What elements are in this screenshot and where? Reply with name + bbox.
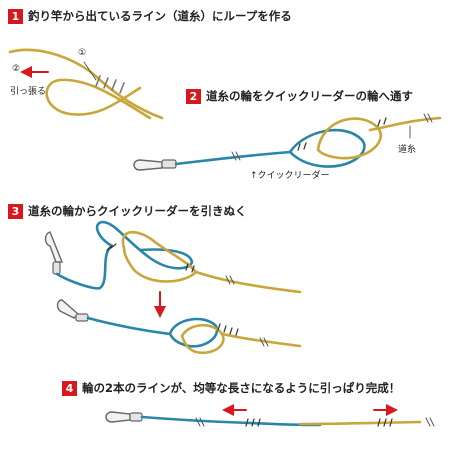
step4-break-right bbox=[425, 417, 435, 427]
step2-swivel-barrel bbox=[161, 159, 177, 169]
step3a-leader-loop bbox=[95, 220, 194, 270]
step-4-header: 4 輪の2本のラインが、均等な長さになるように引っぱり完成！ bbox=[62, 380, 400, 396]
step2-break-right bbox=[423, 113, 433, 123]
step4-swivel-icon bbox=[105, 411, 131, 423]
step3a-leader-line bbox=[55, 244, 114, 290]
step3b-leader-line bbox=[86, 316, 172, 336]
step-2-drawing bbox=[133, 113, 442, 171]
step3a-swivel-barrel bbox=[52, 261, 61, 275]
step4-knot-yellow bbox=[298, 420, 422, 426]
step3a-mainline-loop bbox=[121, 230, 198, 283]
step-3-badge: 3 bbox=[8, 203, 23, 219]
step1-pointer-line bbox=[83, 61, 97, 81]
circle-2-label: ② bbox=[12, 64, 21, 74]
step4-wraps bbox=[245, 418, 393, 427]
step-2-badge: 2 bbox=[186, 88, 201, 104]
step2-leader-loop bbox=[288, 128, 366, 168]
pull-label: 引っ張る bbox=[10, 87, 47, 97]
step3a-break bbox=[225, 275, 235, 285]
step4-break-left bbox=[195, 417, 205, 427]
step3b-swivel-barrel bbox=[75, 313, 89, 322]
main-line-label: 道糸 bbox=[398, 145, 417, 155]
step-4-badge: 4 bbox=[62, 380, 77, 396]
step2-leader-line bbox=[174, 150, 292, 166]
step2-wraps bbox=[297, 117, 387, 151]
step-3-header: 3 道糸の輪からクイックリーダーを引きぬく bbox=[8, 203, 247, 219]
step2-swivel-icon bbox=[133, 159, 163, 171]
step1-main-line bbox=[8, 48, 164, 120]
step3b-break bbox=[259, 337, 269, 347]
step3a-wraps bbox=[106, 243, 195, 273]
step-3-text: 道糸の輪からクイックリーダーを引きぬく bbox=[28, 204, 247, 218]
quick-leader-label: ↑クイックリーダー bbox=[250, 171, 330, 181]
step-1-header: 1 釣り竿から出ているライン（道糸）にループを作る bbox=[8, 8, 292, 24]
step3b-main-line bbox=[220, 332, 302, 348]
step1-wraps bbox=[95, 75, 125, 94]
step3b-swivel-icon bbox=[56, 299, 80, 319]
step-4-text: 輪の2本のラインが、均等な長さになるように引っぱり完成！ bbox=[82, 381, 401, 395]
step-4-drawing bbox=[105, 404, 435, 427]
circle-1-label: ① bbox=[78, 48, 87, 58]
step-1-badge: 1 bbox=[8, 8, 23, 24]
step3a-main-line bbox=[194, 270, 302, 294]
step-3-lower-drawing bbox=[56, 299, 302, 355]
step3a-swivel-icon bbox=[44, 231, 64, 263]
step-1-drawing bbox=[8, 48, 164, 120]
step1-loop-line bbox=[45, 78, 152, 120]
step-2-header: 2 道糸の輪をクイックリーダーの輪へ通す bbox=[186, 88, 413, 104]
step2-mainline-loop bbox=[316, 117, 382, 160]
step4-leader-line bbox=[140, 415, 252, 425]
step3b-mainline-loop bbox=[180, 323, 225, 355]
step-1-text: 釣り竿から出ているライン（道糸）にループを作る bbox=[28, 9, 292, 23]
step-3-upper-drawing bbox=[44, 220, 302, 318]
step2-main-line bbox=[368, 116, 442, 132]
step-2-text: 道糸の輪をクイックリーダーの輪へ通す bbox=[206, 89, 413, 103]
step2-break-left bbox=[231, 151, 241, 161]
step3b-wraps bbox=[217, 323, 239, 336]
step4-swivel-barrel bbox=[129, 412, 143, 422]
step3b-leader-loop bbox=[168, 317, 219, 348]
